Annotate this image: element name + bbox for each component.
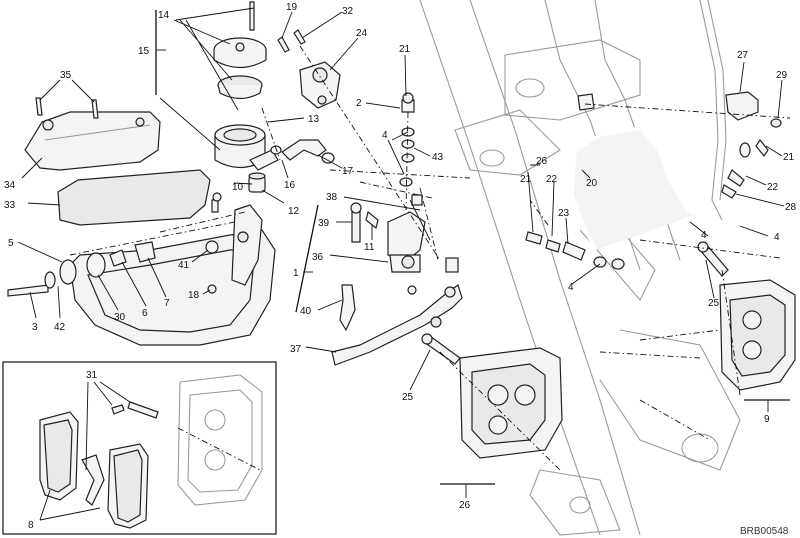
callout-6: 6 — [142, 308, 148, 319]
callout-18: 18 — [188, 290, 200, 301]
left-brake-caliper — [459, 347, 563, 459]
callout-26-bottom: 26 — [459, 500, 471, 511]
right-brake-caliper — [719, 279, 796, 391]
callout-5: 5 — [8, 238, 14, 249]
callout-22-mid: 22 — [546, 174, 558, 185]
frame-hardware — [7, 240, 219, 297]
master-cylinder-body — [387, 211, 426, 273]
callout-24: 24 — [356, 28, 368, 39]
brake-pad-inset — [2, 361, 277, 535]
callout-2: 2 — [356, 98, 362, 109]
callout-labels: 14 15 19 32 24 13 16 17 10 12 35 34 33 5… — [4, 2, 797, 537]
callout-39: 39 — [318, 218, 330, 229]
callout-15: 15 — [138, 46, 150, 57]
caliper-bolts — [421, 241, 729, 365]
drawing-code: BRB00548 — [740, 526, 789, 537]
callout-29: 29 — [776, 70, 788, 81]
reservoir-bracket-rubber — [248, 172, 266, 193]
callout-23: 23 — [558, 208, 570, 219]
callout-11: 11 — [364, 242, 375, 253]
callout-41: 41 — [178, 260, 190, 271]
callout-25-right: 25 — [708, 298, 720, 309]
group-brackets — [440, 399, 790, 498]
callout-37: 37 — [290, 344, 302, 355]
callout-7: 7 — [164, 298, 170, 309]
callout-22-right: 22 — [767, 182, 779, 193]
callout-31: 31 — [86, 370, 98, 381]
screws-small — [211, 1, 306, 213]
callout-36: 36 — [312, 252, 324, 263]
callout-4-low: 4 — [568, 282, 574, 293]
callout-12: 12 — [288, 206, 300, 217]
callout-21-top: 21 — [399, 44, 411, 55]
callout-30: 30 — [114, 312, 126, 323]
hose-clip — [270, 145, 335, 164]
guard-pad — [57, 169, 211, 226]
callout-42: 42 — [54, 322, 66, 333]
callout-21-mid: 21 — [520, 174, 532, 185]
brake-lever — [331, 284, 463, 366]
callout-40: 40 — [300, 306, 312, 317]
banjo-fittings — [399, 92, 782, 270]
callout-33: 33 — [4, 200, 16, 211]
reservoir-hose — [281, 139, 327, 161]
callout-25-left: 25 — [402, 392, 414, 403]
master-cylinder-parts — [339, 194, 459, 332]
brake-lever-assembly — [299, 61, 341, 109]
callout-32: 32 — [342, 6, 354, 17]
callout-3: 3 — [32, 322, 38, 333]
callout-16: 16 — [284, 180, 296, 191]
brake-hose — [570, 126, 696, 251]
callout-21-right: 21 — [783, 152, 795, 163]
callout-34: 34 — [4, 180, 16, 191]
callout-14: 14 — [158, 10, 170, 21]
hose-bracket — [577, 91, 759, 121]
callout-4-mid: 4 — [382, 130, 388, 141]
callout-9: 9 — [764, 414, 770, 425]
callout-20: 20 — [586, 178, 598, 189]
callout-35: 35 — [60, 70, 72, 81]
guard-screws — [35, 97, 99, 119]
fork-and-frame-outline — [419, 0, 741, 536]
reservoir-diaphragm — [217, 75, 263, 100]
callout-13: 13 — [308, 114, 320, 125]
callout-27: 27 — [737, 50, 749, 61]
callout-1: 1 — [293, 268, 299, 279]
assembly-axes — [69, 45, 791, 471]
callout-17: 17 — [342, 166, 354, 177]
reservoir-cap — [213, 37, 267, 69]
callout-19: 19 — [286, 2, 298, 13]
callout-4-right2: 4 — [701, 230, 707, 241]
callout-28: 28 — [785, 202, 797, 213]
callout-38: 38 — [326, 192, 338, 203]
callout-43: 43 — [432, 152, 444, 163]
hand-guard — [24, 111, 161, 171]
leader-lines — [17, 7, 785, 521]
callout-26-top: 26 — [536, 156, 548, 167]
fluid-reservoir — [214, 124, 279, 171]
callout-10: 10 — [232, 182, 244, 193]
callout-4-right: 4 — [774, 232, 780, 243]
callout-8: 8 — [28, 520, 34, 531]
